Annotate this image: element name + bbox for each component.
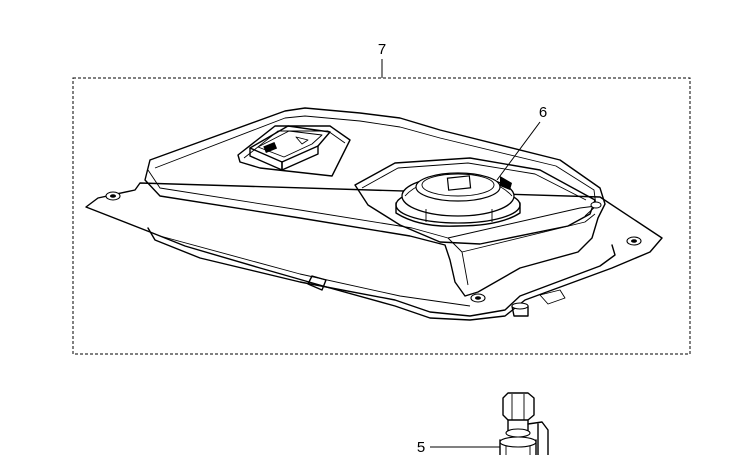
callout-5-label: 5 xyxy=(417,439,425,455)
fuel-valve xyxy=(499,392,549,455)
tank-outlet xyxy=(307,275,566,317)
callout-6-label: 6 xyxy=(539,104,547,121)
callout-6-leader xyxy=(496,121,541,181)
cap-recess xyxy=(354,157,596,245)
fuel-tank xyxy=(85,107,663,321)
kit-dashed-boundary xyxy=(72,77,691,355)
callout-7-label: 7 xyxy=(378,41,386,58)
tank-shell xyxy=(144,107,606,297)
tank-lower-body xyxy=(147,227,616,317)
fuel-switch xyxy=(249,125,331,171)
tank-mounting-flange xyxy=(85,182,663,321)
filler-cap xyxy=(395,172,521,227)
tank-top-surface xyxy=(154,115,597,217)
flange-bolts xyxy=(105,191,642,303)
switch-pad xyxy=(237,125,351,177)
